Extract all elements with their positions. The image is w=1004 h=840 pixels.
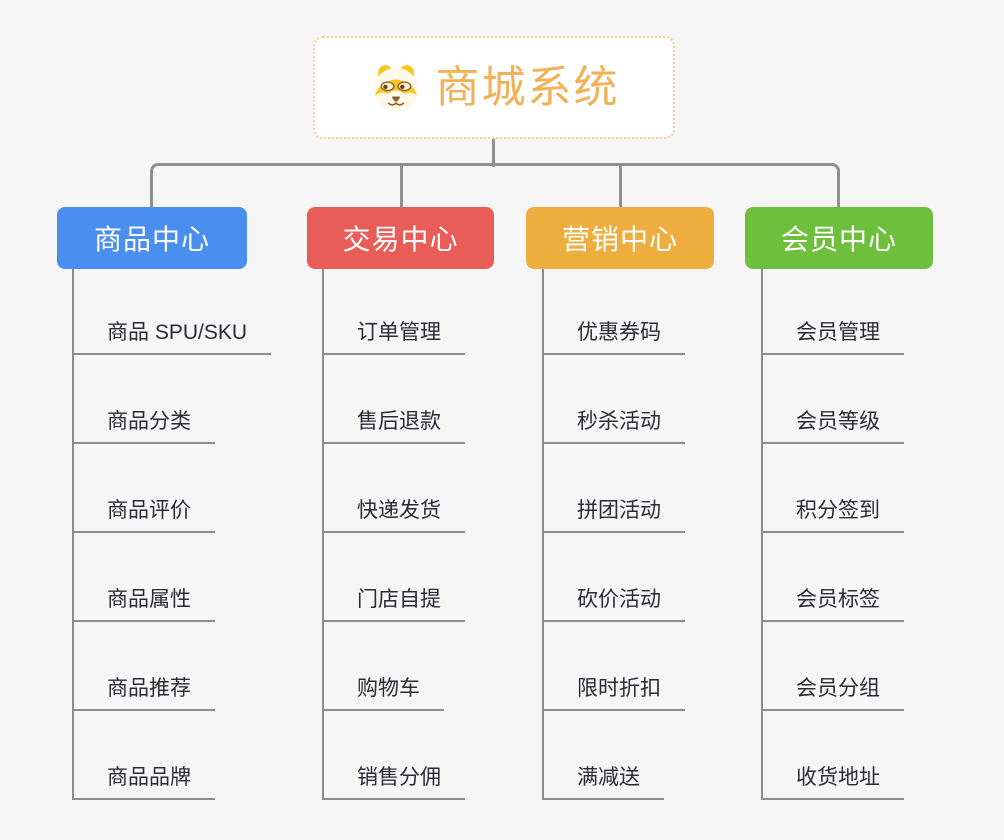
leaf-node[interactable]: 满减送 bbox=[544, 711, 685, 800]
root-connector-line bbox=[492, 139, 495, 167]
leaf-label: 秒杀活动 bbox=[544, 409, 685, 444]
branch-children-marketing: 优惠券码 秒杀活动 拼团活动 砍价活动 限时折扣 满减送 bbox=[542, 269, 685, 800]
leaf-node[interactable]: 门店自提 bbox=[324, 533, 465, 622]
leaf-node[interactable]: 商品评价 bbox=[74, 444, 271, 533]
leaf-node[interactable]: 商品 SPU/SKU bbox=[74, 269, 272, 355]
leaf-node[interactable]: 会员管理 bbox=[763, 269, 904, 355]
branch-label: 营销中心 bbox=[561, 224, 678, 255]
leaf-node[interactable]: 拼团活动 bbox=[544, 444, 685, 533]
leaf-node[interactable]: 积分签到 bbox=[763, 444, 904, 533]
leaf-node[interactable]: 会员标签 bbox=[763, 533, 904, 622]
leaf-node[interactable]: 会员分组 bbox=[763, 622, 904, 711]
branch-node-marketing-center[interactable]: 营销中心 bbox=[526, 207, 714, 269]
leaf-label: 积分签到 bbox=[763, 498, 904, 533]
branch-label: 商品中心 bbox=[93, 224, 210, 255]
leaf-label: 门店自提 bbox=[324, 587, 465, 622]
leaf-node[interactable]: 秒杀活动 bbox=[544, 355, 685, 444]
leaf-node[interactable]: 购物车 bbox=[324, 622, 465, 711]
leaf-label: 满减送 bbox=[544, 765, 664, 800]
leaf-node[interactable]: 快递发货 bbox=[324, 444, 465, 533]
leaf-label: 快递发货 bbox=[324, 498, 465, 533]
leaf-label: 售后退款 bbox=[324, 409, 465, 444]
dog-face-icon bbox=[369, 61, 423, 115]
leaf-node[interactable]: 商品属性 bbox=[74, 533, 271, 622]
leaf-label: 优惠券码 bbox=[544, 320, 685, 355]
leaf-node[interactable]: 售后退款 bbox=[324, 355, 465, 444]
leaf-node[interactable]: 订单管理 bbox=[324, 269, 465, 355]
leaf-label: 限时折扣 bbox=[544, 676, 685, 711]
leaf-node[interactable]: 商品推荐 bbox=[74, 622, 271, 711]
root-node[interactable]: 商城系统 bbox=[313, 36, 675, 139]
leaf-node[interactable]: 优惠券码 bbox=[544, 269, 685, 355]
leaf-node[interactable]: 商品分类 bbox=[74, 355, 271, 444]
branch-label: 会员中心 bbox=[780, 224, 897, 255]
leaf-label: 会员标签 bbox=[763, 587, 904, 622]
branch-node-product-center[interactable]: 商品中心 bbox=[57, 207, 247, 269]
branch-label: 交易中心 bbox=[342, 224, 459, 255]
leaf-label: 商品属性 bbox=[74, 587, 215, 622]
leaf-label: 商品 SPU/SKU bbox=[74, 320, 272, 355]
branch-drop-line bbox=[400, 166, 403, 207]
branch-node-trade-center[interactable]: 交易中心 bbox=[307, 207, 494, 269]
leaf-node[interactable]: 收货地址 bbox=[763, 711, 904, 800]
branch-bus-line bbox=[150, 163, 840, 207]
leaf-node[interactable]: 砍价活动 bbox=[544, 533, 685, 622]
leaf-label: 会员分组 bbox=[763, 676, 904, 711]
branch-children-product: 商品 SPU/SKU 商品分类 商品评价 商品属性 商品推荐 商品品牌 bbox=[72, 269, 272, 800]
branch-drop-line bbox=[619, 166, 622, 207]
leaf-label: 商品评价 bbox=[74, 498, 215, 533]
leaf-label: 拼团活动 bbox=[544, 498, 685, 533]
leaf-node[interactable]: 限时折扣 bbox=[544, 622, 685, 711]
leaf-label: 商品分类 bbox=[74, 409, 215, 444]
leaf-node[interactable]: 商品品牌 bbox=[74, 711, 271, 800]
leaf-label: 订单管理 bbox=[324, 320, 465, 355]
leaf-label: 砍价活动 bbox=[544, 587, 685, 622]
leaf-label: 销售分佣 bbox=[324, 765, 465, 800]
leaf-label: 购物车 bbox=[324, 676, 444, 711]
branch-node-member-center[interactable]: 会员中心 bbox=[745, 207, 933, 269]
root-title: 商城系统 bbox=[435, 62, 620, 112]
leaf-label: 商品推荐 bbox=[74, 676, 215, 711]
leaf-label: 收货地址 bbox=[763, 765, 904, 800]
leaf-label: 商品品牌 bbox=[74, 765, 215, 800]
leaf-label: 会员管理 bbox=[763, 320, 904, 355]
branch-children-trade: 订单管理 售后退款 快递发货 门店自提 购物车 销售分佣 bbox=[322, 269, 465, 800]
leaf-node[interactable]: 销售分佣 bbox=[324, 711, 465, 800]
branch-children-member: 会员管理 会员等级 积分签到 会员标签 会员分组 收货地址 bbox=[761, 269, 904, 800]
leaf-label: 会员等级 bbox=[763, 409, 904, 444]
leaf-node[interactable]: 会员等级 bbox=[763, 355, 904, 444]
